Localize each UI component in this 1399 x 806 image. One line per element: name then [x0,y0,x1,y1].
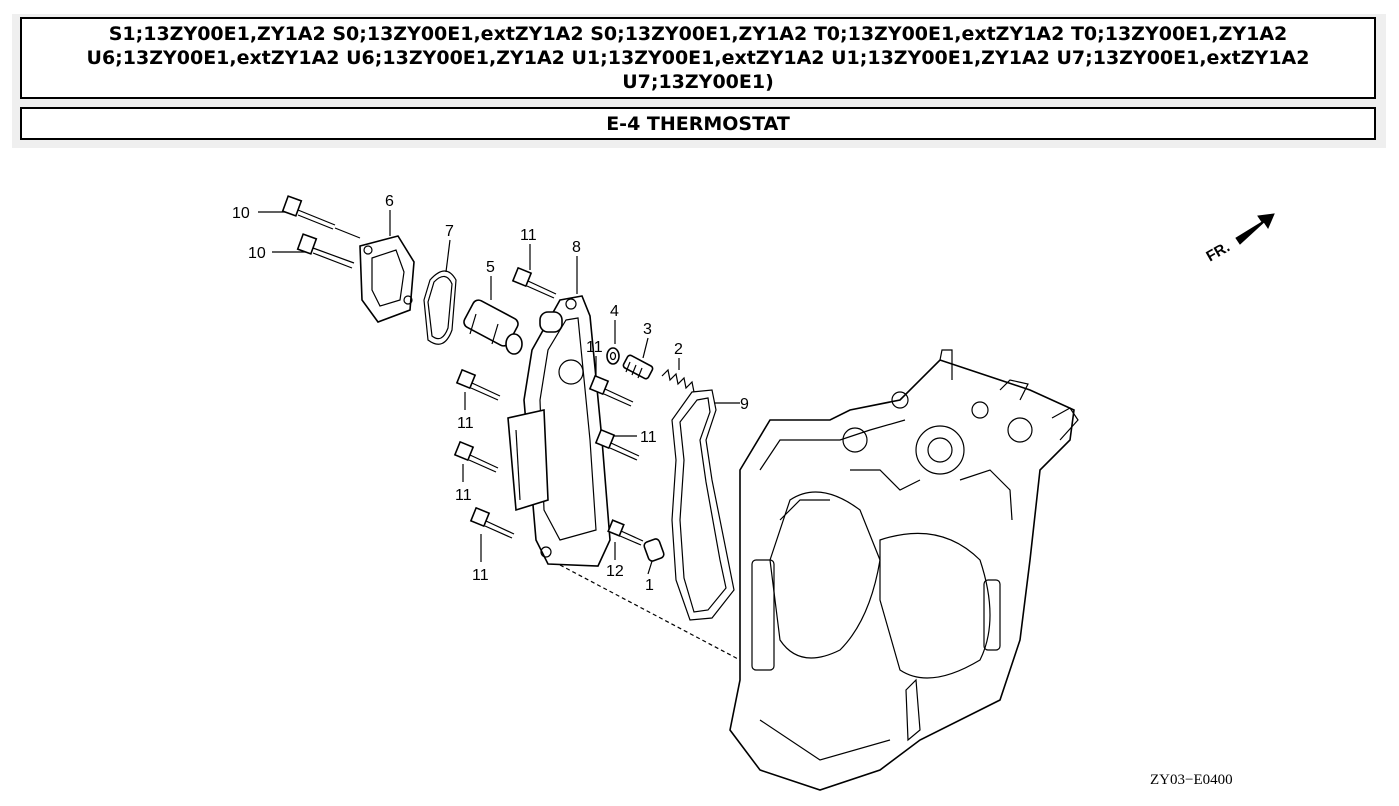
callout-2: 2 [674,341,683,358]
front-direction-arrow: FR. [1203,213,1275,266]
bolt-11-left-lower [469,506,515,539]
callout-11-top: 11 [520,227,537,244]
o-ring-7 [423,270,457,345]
callout-11-right: 11 [640,429,657,446]
bolt-11-right-upper [588,374,634,407]
thermostat-housing-8 [507,295,611,567]
callout-8: 8 [572,239,581,256]
section-title: E-4 THERMOSTAT [606,112,790,135]
bolt-10-lower [296,233,355,269]
model-list-text: S1;13ZY00E1,ZY1A2 S0;13ZY00E1,extZY1A2 S… [86,23,1310,93]
callout-5: 5 [486,259,495,276]
callout-10-upper: 10 [232,205,250,222]
callout-11-left-mid: 11 [455,487,472,504]
bolt-11-right-mid [594,428,640,461]
bolt-11-left-mid [453,440,499,473]
callout-12: 12 [606,563,624,580]
callout-6: 6 [385,193,394,210]
bolt-10-upper [281,195,336,230]
diagram-code: ZY03−E0400 [1150,772,1233,788]
callout-11-left-lower: 11 [472,567,489,584]
spring-2 [661,368,695,393]
relief-valve-3 [622,354,654,380]
washer-4 [606,347,620,365]
bolt-11-top [511,266,557,299]
thermostat-parts-diagram: FR. 10 10 6 7 5 11 8 4 3 2 11 9 11 11 11… [232,193,1275,791]
leader-lines [258,210,741,661]
callout-4: 4 [610,303,619,320]
cylinder-block [729,349,1079,791]
bolt-12 [607,519,644,546]
model-list-box: S1;13ZY00E1,ZY1A2 S0;13ZY00E1,extZY1A2 S… [20,17,1376,99]
dowel-pin-1 [643,538,665,562]
callout-1: 1 [645,577,654,594]
callout-7: 7 [445,223,454,240]
callout-11-left-upper: 11 [457,415,474,432]
gasket-9 [671,389,735,621]
callout-11-mid: 11 [586,339,603,356]
callout-9: 9 [740,396,749,413]
front-direction-label: FR. [1203,239,1232,266]
callout-3: 3 [643,321,652,338]
callout-10-lower: 10 [248,245,266,262]
thermostat-cover-6 [359,235,415,323]
section-title-box: E-4 THERMOSTAT [20,107,1376,140]
thermostat-5 [463,299,523,355]
bolt-11-left-upper [455,368,501,401]
